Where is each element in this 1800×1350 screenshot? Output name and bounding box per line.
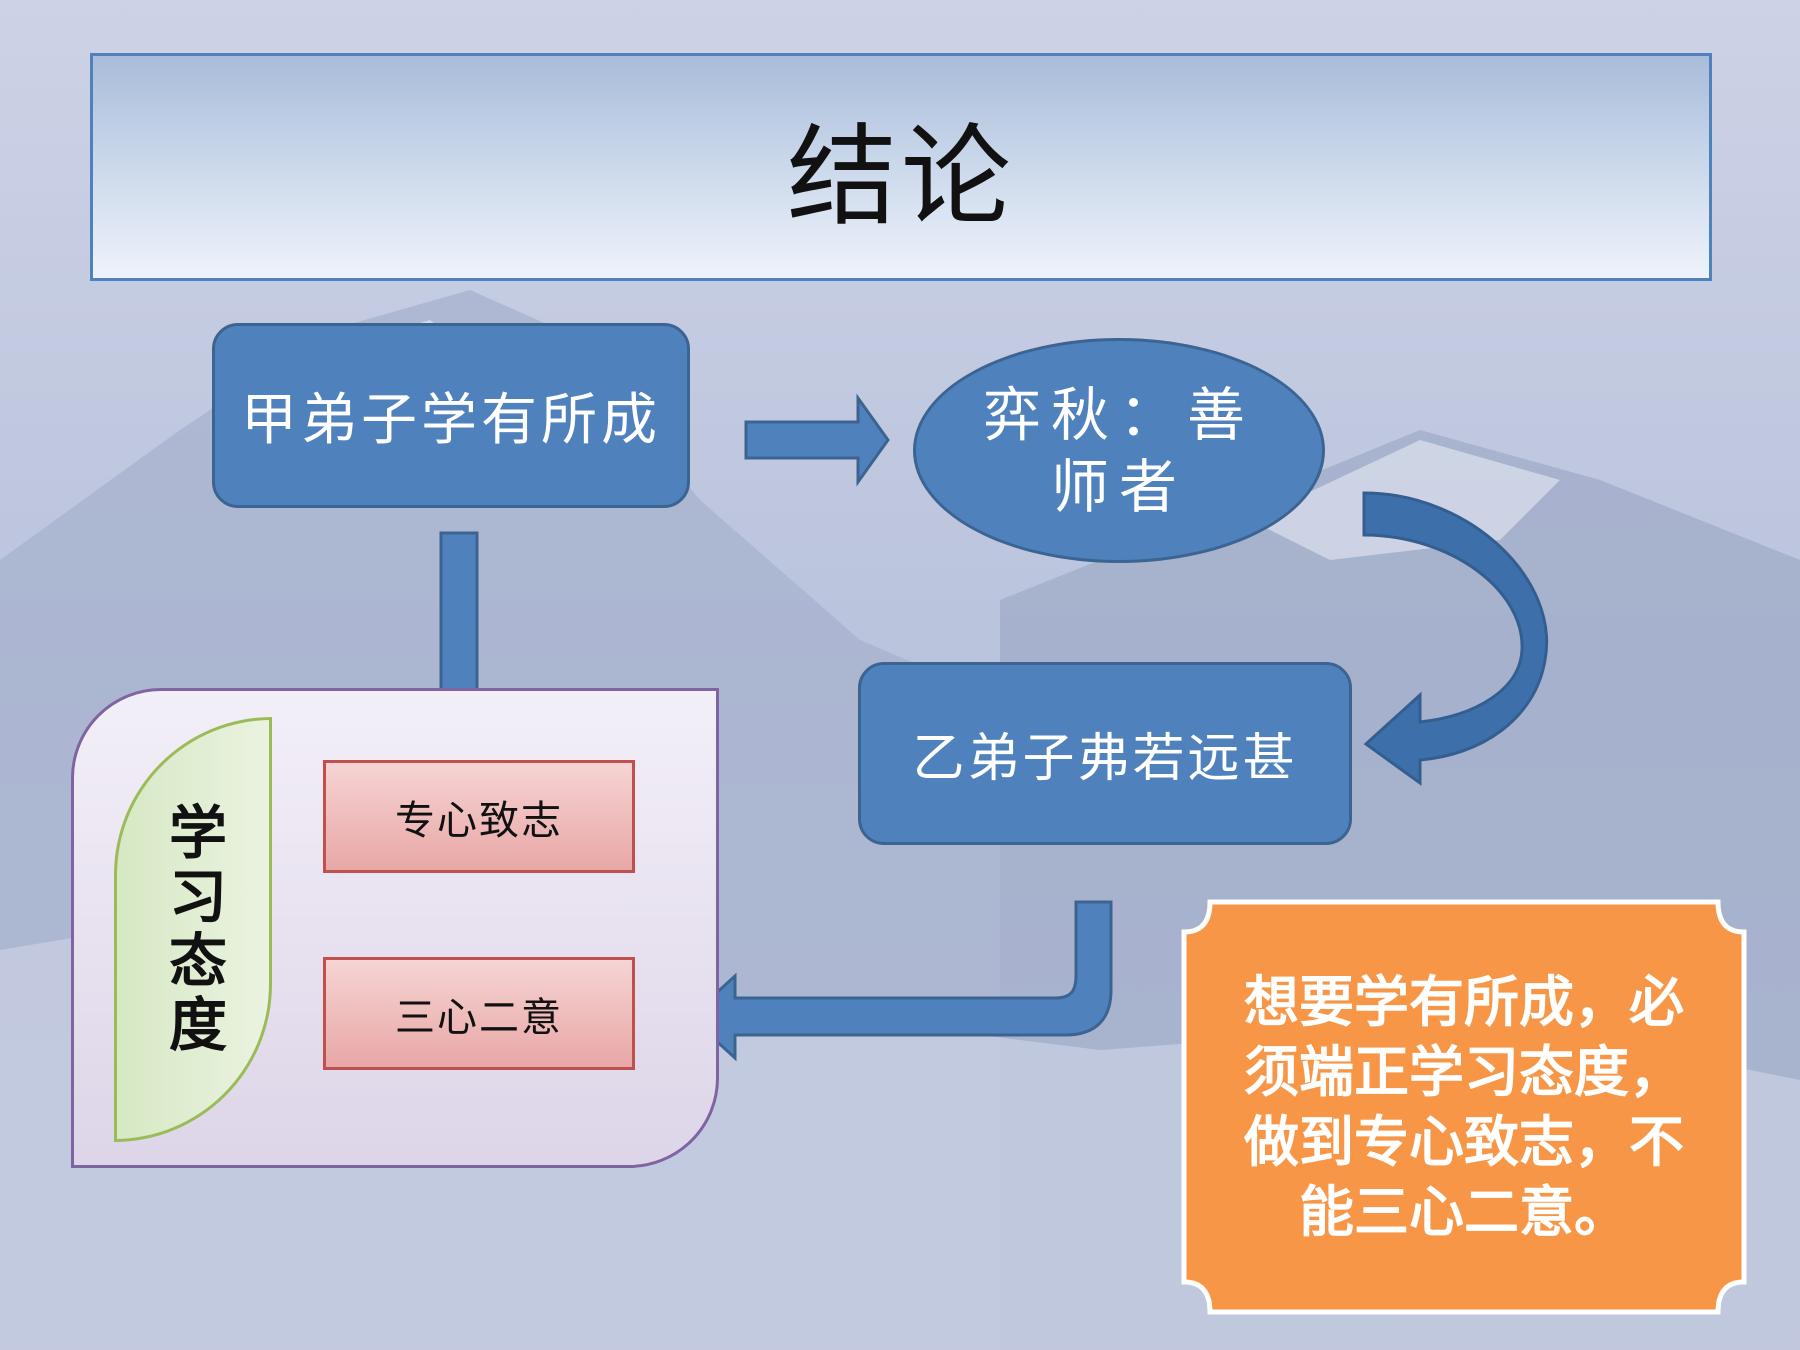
title-bar: 结论 (90, 53, 1712, 281)
arrow-curved-down (1362, 491, 1549, 786)
page-title: 结论 (787, 113, 1015, 241)
node-student-a: 甲弟子学有所成 (212, 323, 690, 508)
attitude-item-distracted: 三心二意 (323, 957, 635, 1070)
attitude-item-focused: 专心致志 (323, 760, 635, 873)
arrow-right (744, 393, 890, 487)
attitude-label: 学习态度 (159, 801, 227, 1058)
arrow-return-left (687, 900, 1113, 1062)
conclusion-text: 想要学有所成，必须端正学习态度，做到专心致志，不能三心二意。 (1243, 970, 1684, 1244)
node-student-b: 乙弟子弗若远甚 (858, 662, 1352, 845)
node-teacher: 弈秋：善师者 (913, 338, 1325, 563)
conclusion-shape (1181, 899, 1747, 1315)
